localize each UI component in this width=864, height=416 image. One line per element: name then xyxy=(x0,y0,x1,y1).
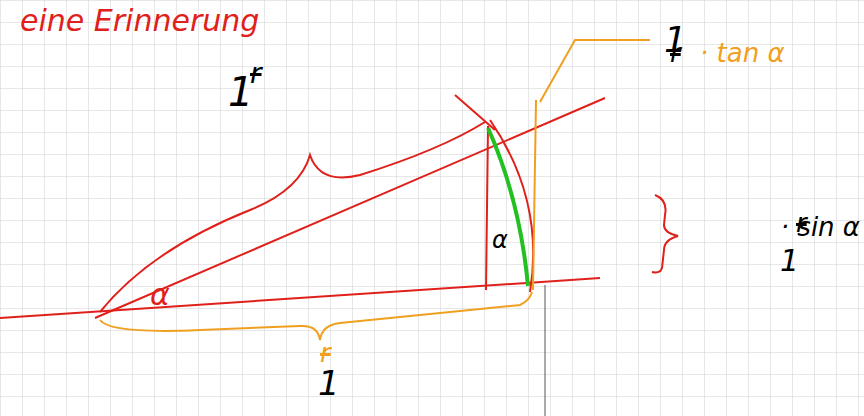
struck-symbol: r xyxy=(320,340,331,366)
value-label: 1 xyxy=(780,246,799,276)
formula-label: · sin α xyxy=(781,214,860,240)
value-label: 1 xyxy=(228,72,253,112)
formula-label: · tan α xyxy=(700,40,785,66)
value-label: 1 xyxy=(318,366,340,400)
angle-label: α xyxy=(150,280,170,310)
value-label: 1 xyxy=(664,22,687,58)
note-title: eine Erinnerung xyxy=(20,6,259,36)
angle-label: α xyxy=(492,228,508,252)
